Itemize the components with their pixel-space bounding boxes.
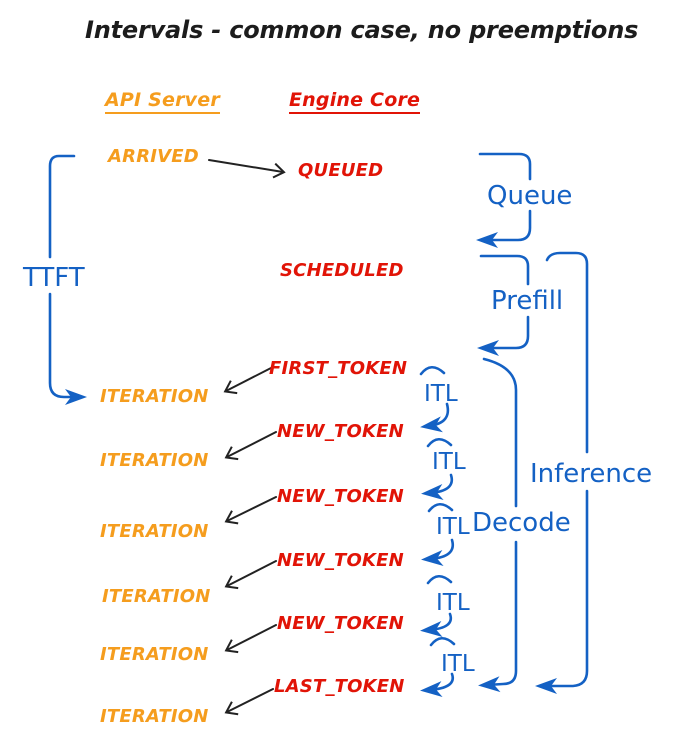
interval-label-itl-4: ITL: [436, 590, 470, 616]
event-iteration-1: ITERATION: [100, 386, 209, 407]
interval-label-prefill: Prefill: [491, 286, 564, 316]
arrow-arrived-to-queued: [208, 159, 286, 179]
event-new-token-4: NEW_TOKEN: [277, 613, 404, 634]
event-iteration-6: ITERATION: [100, 706, 209, 727]
arrow-new-token-to-iteration-4: [224, 624, 277, 654]
interval-label-inference: Inference: [530, 459, 653, 489]
interval-label-ttft: TTFT: [23, 263, 85, 293]
event-iteration-3: ITERATION: [100, 521, 209, 542]
event-new-token-3: NEW_TOKEN: [277, 550, 404, 571]
event-first-token: FIRST_TOKEN: [269, 358, 408, 379]
page-title: Intervals - common case, no preemptions: [85, 16, 639, 44]
event-arrived: ARRIVED: [108, 146, 199, 167]
event-new-token-2: NEW_TOKEN: [277, 486, 404, 507]
arrow-first-token-to-iteration: [223, 367, 272, 395]
arrow-new-token-to-iteration-1: [224, 431, 277, 461]
interval-label-itl-2: ITL: [432, 449, 466, 475]
event-last-token: LAST_TOKEN: [274, 676, 405, 697]
event-iteration-2: ITERATION: [100, 450, 209, 471]
arrow-new-token-to-iteration-2: [224, 496, 277, 525]
arrow-last-token-to-iteration: [224, 688, 274, 716]
interval-label-queue: Queue: [487, 181, 573, 211]
event-iteration-5: ITERATION: [100, 644, 209, 665]
interval-label-decode: Decode: [472, 508, 571, 538]
event-queued: QUEUED: [298, 160, 384, 181]
event-iteration-4: ITERATION: [102, 586, 211, 607]
interval-label-itl-5: ITL: [441, 651, 475, 677]
column-header-engine-core: Engine Core: [289, 89, 421, 114]
interval-label-itl-3: ITL: [436, 514, 470, 540]
event-new-token-1: NEW_TOKEN: [277, 421, 404, 442]
event-scheduled: SCHEDULED: [280, 260, 404, 281]
column-header-api-server: API Server: [105, 89, 220, 114]
arrow-new-token-to-iteration-3: [224, 560, 277, 590]
interval-label-itl-1: ITL: [424, 381, 458, 407]
